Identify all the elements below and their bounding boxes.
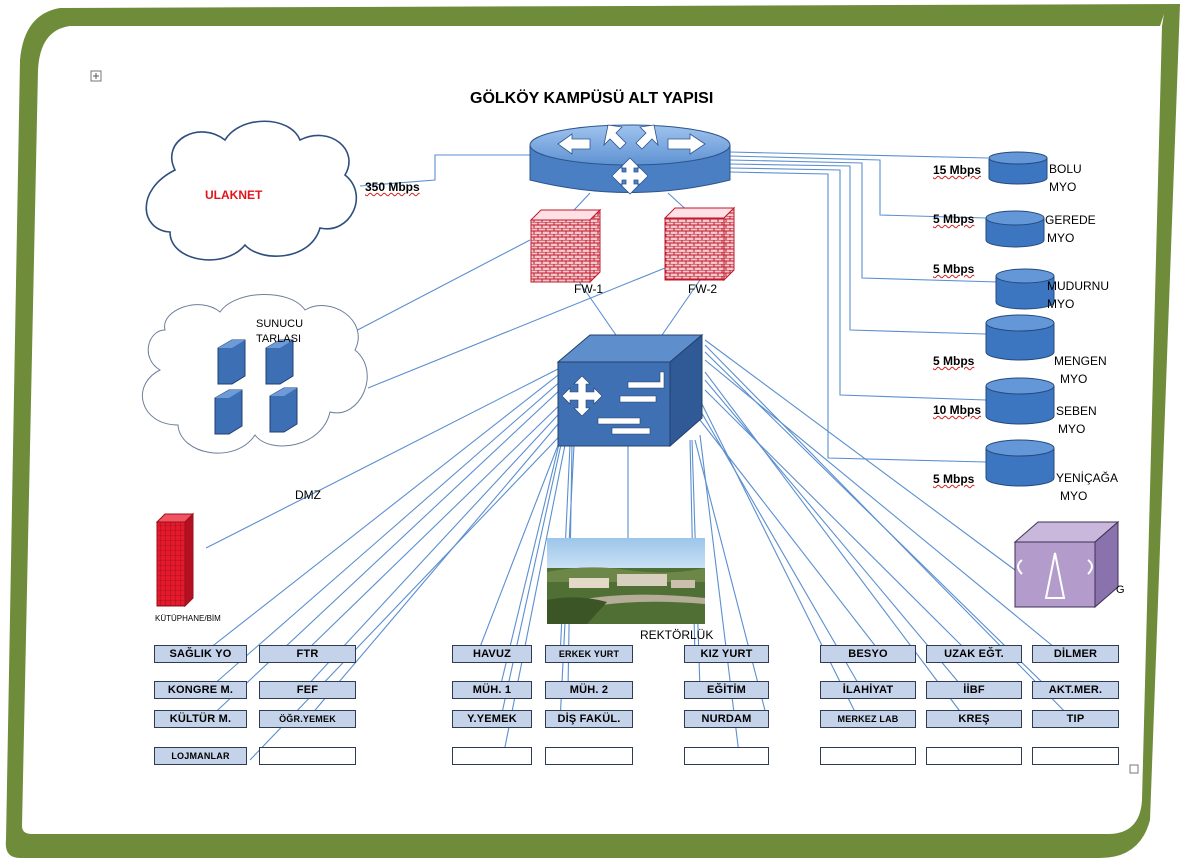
dmz-line <box>367 267 666 389</box>
building-iibf[interactable]: İİBF <box>926 681 1022 699</box>
remote-name-label: MYO <box>1060 372 1088 386</box>
building-besyo[interactable]: BESYO <box>820 645 916 663</box>
remote-name-label: SEBEN <box>1056 404 1097 418</box>
building-akt-mer[interactable]: AKT.MER. <box>1032 681 1119 699</box>
building-lojmanlar[interactable]: LOJMANLAR <box>154 747 247 765</box>
building-dilmer[interactable]: DİLMER <box>1032 645 1119 663</box>
remote-db-icon <box>985 314 1055 361</box>
empty-building-slot <box>452 747 532 765</box>
rectorate-label: REKTÖRLÜK <box>640 628 714 642</box>
fw-line <box>577 279 619 339</box>
building-uzak-egt[interactable]: UZAK EĞT. <box>926 645 1022 663</box>
ulaknet-cloud <box>145 120 357 261</box>
remote-line <box>729 163 987 335</box>
dmz-label: DMZ <box>295 488 321 502</box>
building-kiz-yurt[interactable]: KIZ YURT <box>684 645 769 663</box>
remote-name-label: MUDURNU <box>1047 279 1109 293</box>
remote-name-label: MYO <box>1060 489 1088 503</box>
library-label: KÜTÜPHANE/BİM <box>155 614 221 623</box>
fw2-label: FW-2 <box>688 282 718 296</box>
uplink-speed-label: 350 Mbps <box>365 180 420 194</box>
remote-speed-label: 5 Mbps <box>933 212 975 226</box>
remote-name-label: BOLU <box>1049 162 1082 176</box>
dmz-line <box>347 239 531 336</box>
diagram-title: GÖLKÖY KAMPÜSÜ ALT YAPISI <box>470 90 714 107</box>
building-muh1[interactable]: MÜH. 1 <box>452 681 532 699</box>
uplink-line <box>359 154 530 187</box>
building-nurdam[interactable]: NURDAM <box>684 710 769 728</box>
empty-building-slot <box>684 747 769 765</box>
building-ftr[interactable]: FTR <box>259 645 356 663</box>
move-handle-icon[interactable] <box>90 70 102 82</box>
building-ilahiyat[interactable]: İLAHİYAT <box>820 681 916 699</box>
empty-building-slot <box>926 747 1022 765</box>
building-ogr-yemek[interactable]: ÖĞR.YEMEK <box>259 710 356 728</box>
fw1-label: FW-1 <box>574 282 604 296</box>
appliance-label: G <box>1116 584 1125 596</box>
building-y-yemek[interactable]: Y.YEMEK <box>452 710 532 728</box>
firewall-2-icon <box>663 206 736 282</box>
rectorate-campus-photo <box>547 538 705 624</box>
remote-speed-label: 15 Mbps <box>933 163 982 177</box>
building-egitim[interactable]: EĞİTİM <box>684 681 769 699</box>
server-icon <box>217 339 246 385</box>
remote-line <box>729 167 987 401</box>
remote-name-label: MYO <box>1047 231 1075 245</box>
fw-line <box>659 279 701 339</box>
building-dis-fakul[interactable]: DİŞ FAKÜL. <box>545 710 633 728</box>
remote-speed-label: 10 Mbps <box>933 403 982 417</box>
core-router-icon <box>529 124 731 195</box>
remote-name-label: MYO <box>1049 180 1077 194</box>
building-tip[interactable]: TIP <box>1032 710 1119 728</box>
remote-speed-label: 5 Mbps <box>933 472 975 486</box>
building-muh2[interactable]: MÜH. 2 <box>545 681 633 699</box>
server-icon <box>214 389 243 435</box>
remote-line <box>729 171 987 463</box>
building-fef[interactable]: FEF <box>259 681 356 699</box>
empty-building-slot <box>545 747 633 765</box>
server-farm-label: SUNUCU <box>256 318 304 330</box>
remote-db-icon <box>995 268 1055 310</box>
empty-building-slot <box>259 747 356 765</box>
remote-name-label: MYO <box>1058 422 1086 436</box>
remote-line <box>729 151 989 159</box>
remote-line <box>729 155 987 219</box>
building-kultur[interactable]: KÜLTÜR M. <box>154 710 247 728</box>
security-appliance-icon <box>1013 520 1120 609</box>
server-icon <box>265 339 294 385</box>
remote-name-label: MYO <box>1047 297 1075 311</box>
remote-name-label: GEREDE <box>1045 213 1096 227</box>
remote-db-icon <box>985 439 1055 487</box>
firewall-1-icon <box>529 208 602 284</box>
library-building-icon <box>155 512 195 608</box>
building-havuz[interactable]: HAVUZ <box>452 645 532 663</box>
core-switch-icon <box>556 333 704 448</box>
building-kres[interactable]: KREŞ <box>926 710 1022 728</box>
server-icon <box>269 387 298 433</box>
remote-db-icon <box>988 151 1048 185</box>
server-farm-cloud <box>142 294 368 454</box>
empty-building-slot <box>1032 747 1119 765</box>
remote-name-label: MENGEN <box>1054 354 1107 368</box>
remote-db-icon <box>985 377 1055 425</box>
building-saglik-yo[interactable]: SAĞLIK YO <box>154 645 247 663</box>
building-kongre[interactable]: KONGRE M. <box>154 681 247 699</box>
building-erkek-yurt[interactable]: ERKEK YURT <box>545 645 633 663</box>
remote-line <box>729 159 999 283</box>
ulaknet-label: ULAKNET <box>205 188 263 202</box>
building-merkez-lab[interactable]: MERKEZ LAB <box>820 710 916 728</box>
connection-lines <box>204 151 1076 763</box>
remote-db-icon <box>985 210 1045 248</box>
remote-speed-label: 5 Mbps <box>933 354 975 368</box>
empty-building-slot <box>820 747 916 765</box>
server-farm-label: TARLASI <box>256 333 302 345</box>
library-line <box>205 367 561 549</box>
remote-name-label: YENİÇAĞA <box>1056 471 1119 485</box>
resize-handle-icon[interactable] <box>1129 764 1139 774</box>
remote-speed-label: 5 Mbps <box>933 262 975 276</box>
